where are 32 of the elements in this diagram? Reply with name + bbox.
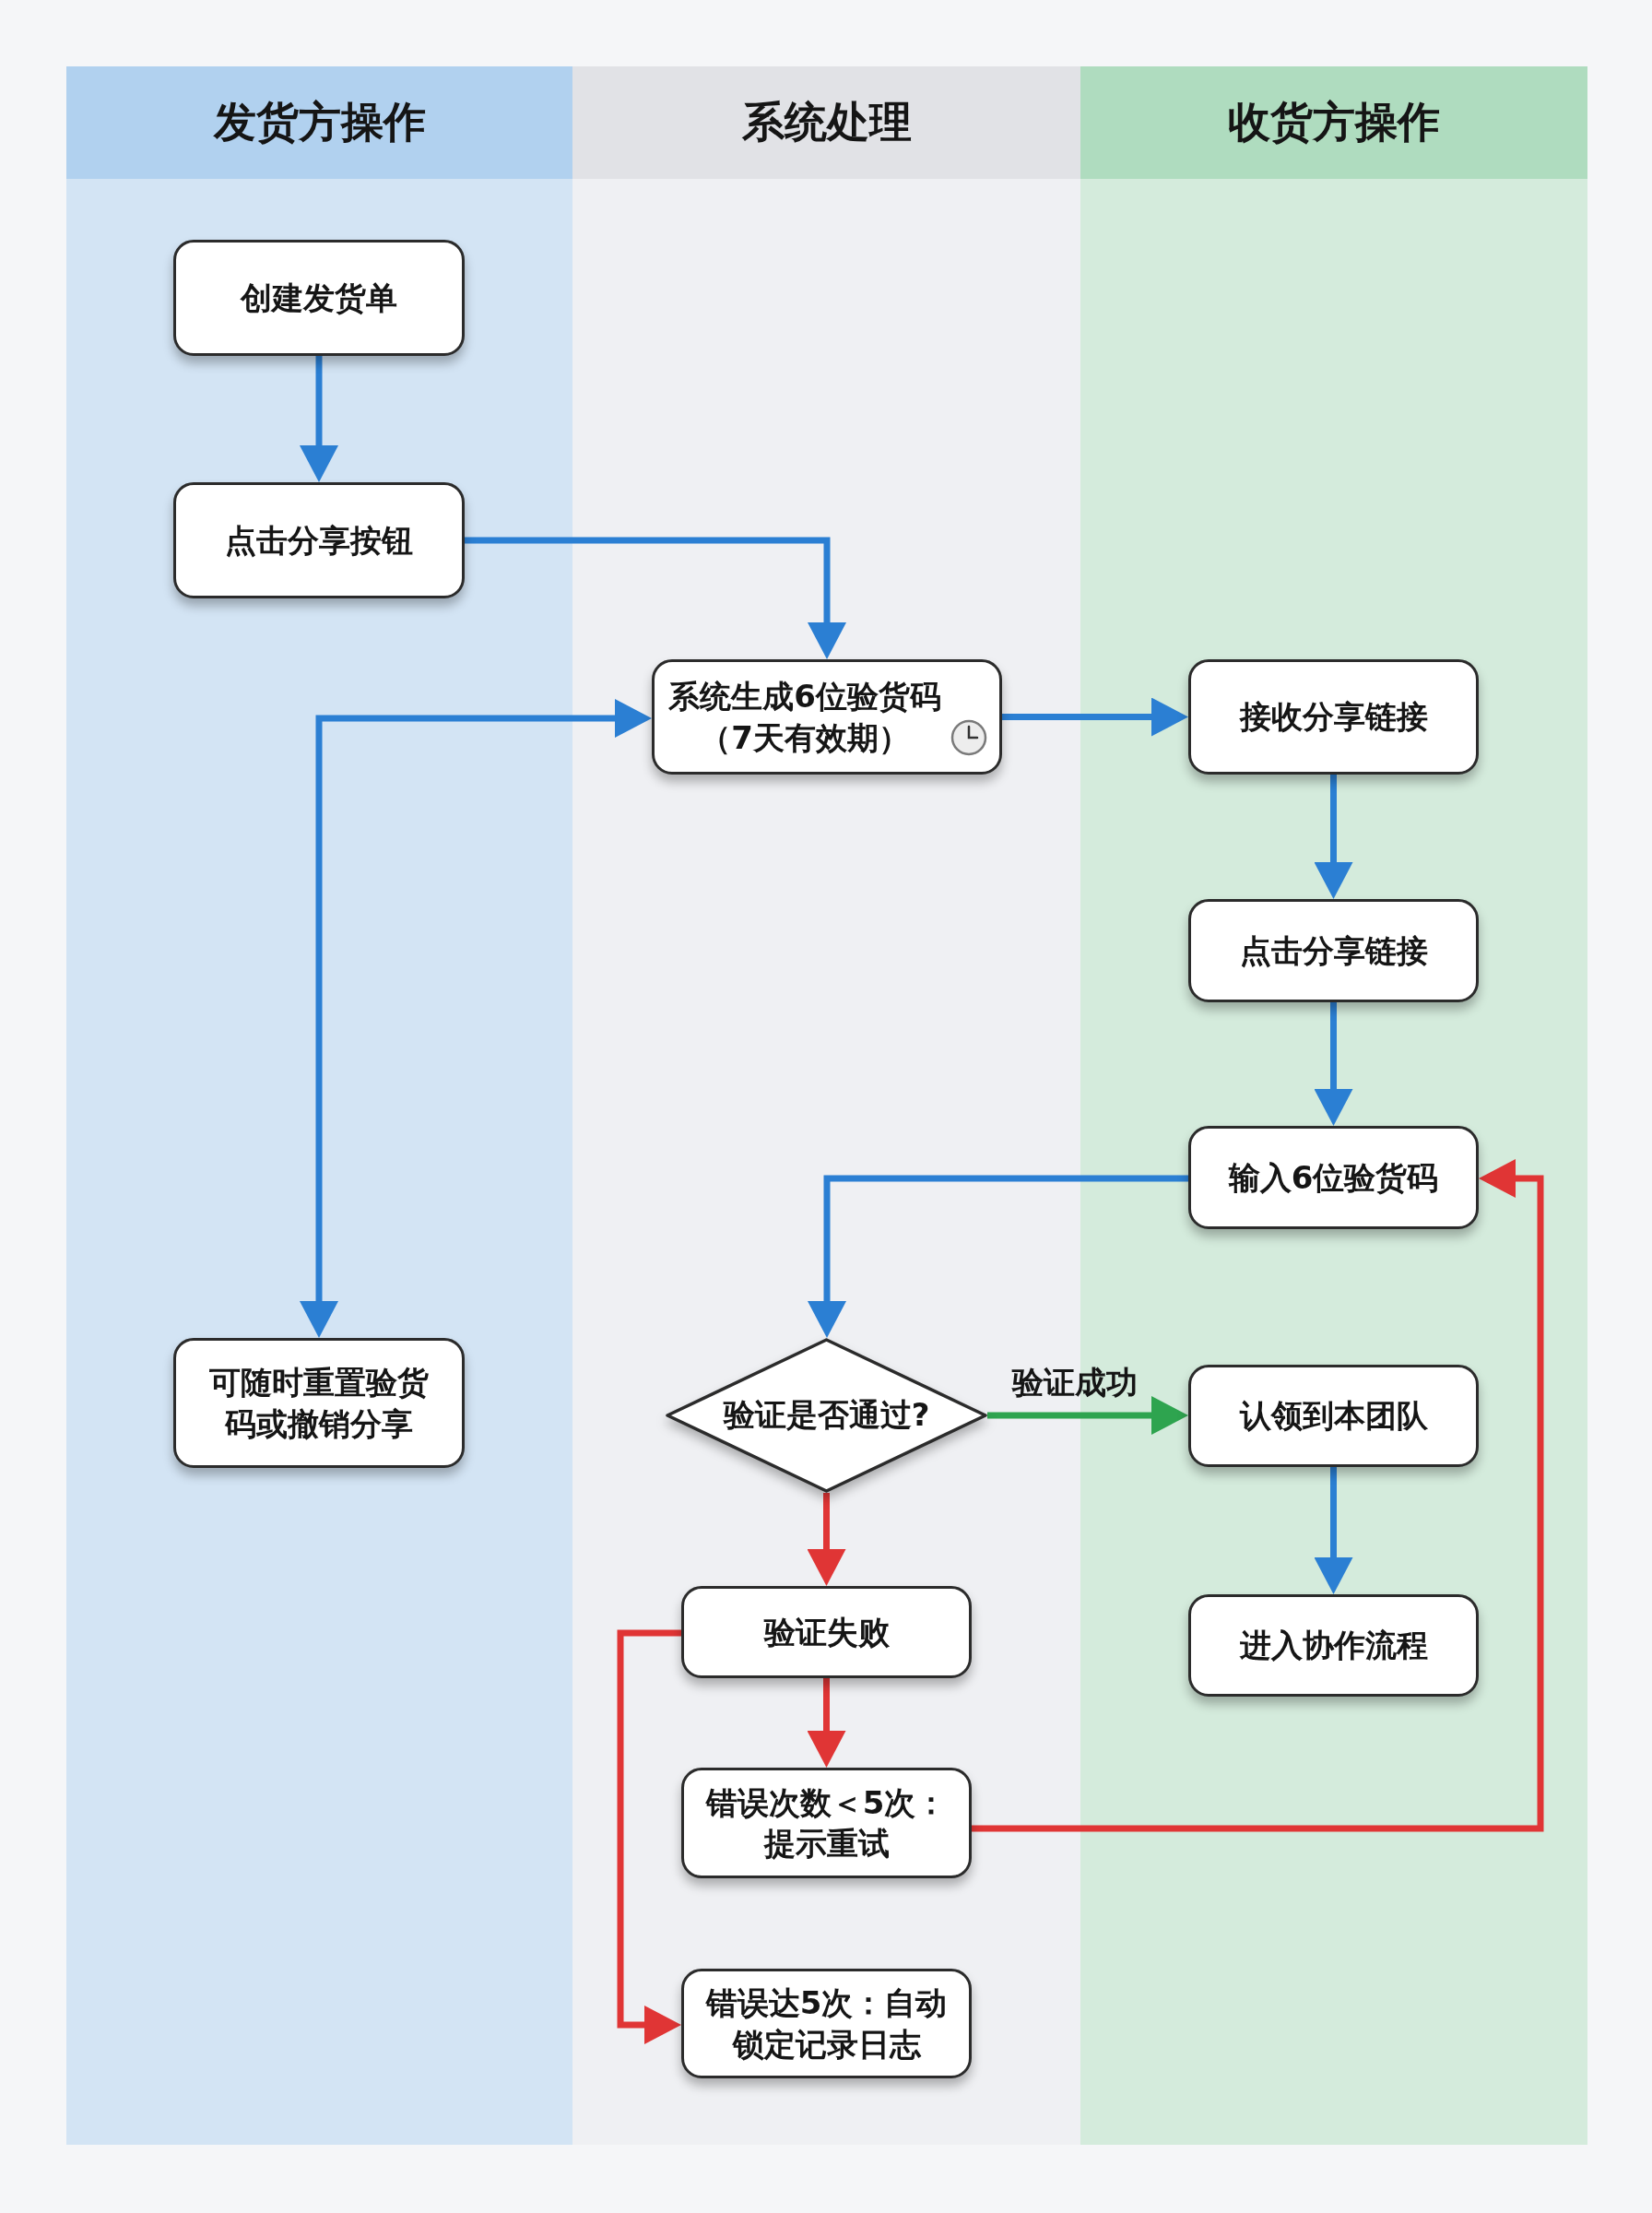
decision-label: 验证是否通过? bbox=[723, 1395, 930, 1435]
lane-header: 系统处理 bbox=[572, 66, 1080, 179]
process-box: 错误达5次：自动锁定记录日志 bbox=[681, 1969, 972, 2078]
process-box: 错误次数＜5次：提示重试 bbox=[681, 1768, 972, 1878]
arrow bbox=[300, 356, 338, 482]
arrow bbox=[465, 537, 846, 659]
arrow bbox=[808, 1175, 1188, 1338]
arrow bbox=[1314, 1002, 1353, 1126]
arrow bbox=[807, 1678, 846, 1768]
double-arrow bbox=[300, 699, 652, 1338]
process-box: 可随时重置验货码或撤销分享 bbox=[173, 1338, 465, 1468]
swimlane bbox=[66, 66, 572, 2145]
process-box: 认领到本团队 bbox=[1188, 1365, 1479, 1467]
process-box bbox=[652, 659, 1002, 775]
process-box: 点击分享按钮 bbox=[173, 482, 465, 598]
lane-header: 收货方操作 bbox=[1080, 66, 1587, 179]
lane-header: 发货方操作 bbox=[66, 66, 572, 179]
step-text: 系统生成6位验货码（7天有效期） bbox=[667, 677, 942, 758]
arrow bbox=[1314, 1467, 1353, 1594]
process-box: 点击分享链接 bbox=[1188, 899, 1479, 1002]
arrow bbox=[987, 1396, 1188, 1435]
arrow bbox=[807, 1493, 846, 1586]
process-box: 输入6位验货码 bbox=[1188, 1126, 1479, 1229]
process-box: 验证失败 bbox=[681, 1586, 972, 1678]
edge-label: 验证成功 bbox=[1012, 1363, 1138, 1402]
arrow bbox=[1002, 697, 1188, 737]
arrow bbox=[617, 1629, 681, 2044]
process-box: 创建发货单 bbox=[173, 240, 465, 356]
process-box: 接收分享链接 bbox=[1188, 659, 1479, 775]
process-box: 进入协作流程 bbox=[1188, 1594, 1479, 1697]
arrow bbox=[1314, 775, 1353, 899]
arrow bbox=[972, 1159, 1544, 1832]
